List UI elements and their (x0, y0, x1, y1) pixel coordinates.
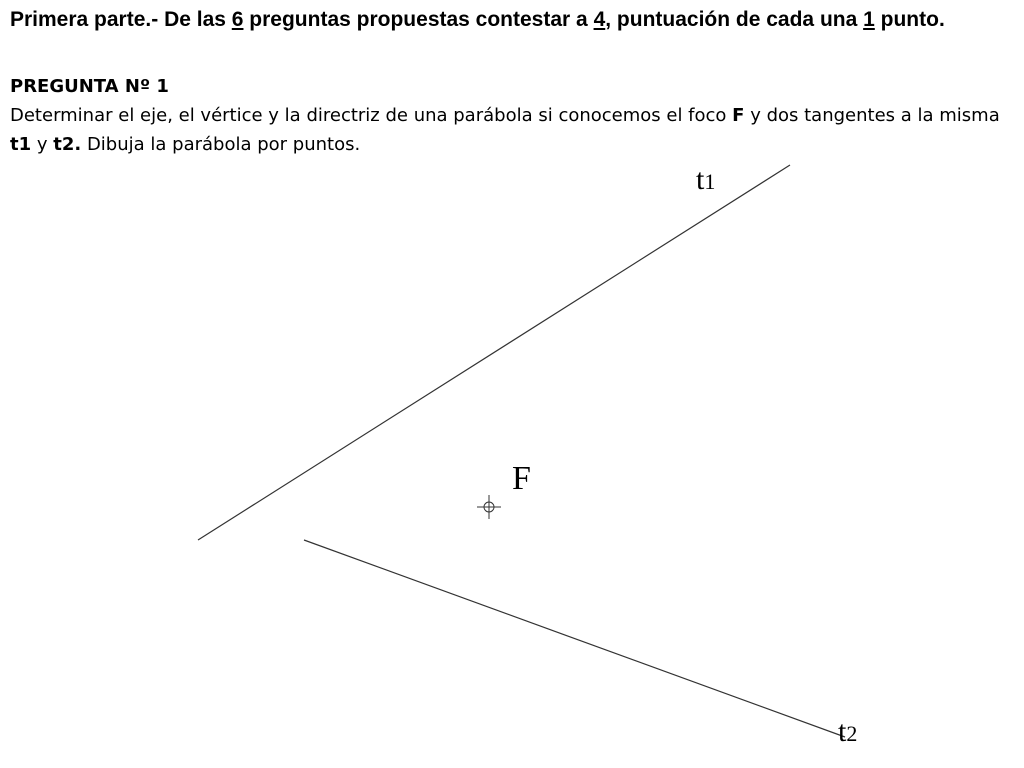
instructions-text-4: punto. (874, 8, 945, 31)
instructions-text-1: Primera parte.- De las (10, 8, 232, 31)
instructions-text-2: preguntas propuestas contestar a (243, 8, 594, 31)
t1-label: t1 (696, 163, 715, 196)
statement-text-2: y dos tangentes a la misma (744, 105, 1000, 126)
focus-reference: F (732, 105, 745, 126)
instructions-text-3: , puntuación de cada una (605, 8, 864, 31)
question-statement: Determinar el eje, el vértice y la direc… (10, 101, 1015, 159)
tangent-2-reference: t2. (53, 134, 82, 155)
t2-label: t2 (838, 715, 857, 748)
question-title: PREGUNTA Nº 1 (10, 76, 169, 97)
statement-text-1: Determinar el eje, el vértice y la direc… (10, 105, 733, 126)
points-per-question: 1 (863, 8, 875, 31)
number-of-questions: 6 (231, 8, 244, 31)
tangent-line-t1 (197, 164, 791, 541)
statement-text-4: Dibuja la parábola por puntos. (81, 134, 361, 155)
question-block: PREGUNTA Nº 1 Determinar el eje, el vért… (10, 72, 1015, 159)
number-to-answer: 4 (593, 8, 606, 31)
exam-instructions: Primera parte.- De las 6 preguntas propu… (10, 6, 1015, 34)
tangent-line-t2 (303, 539, 846, 738)
focus-point-marker (477, 495, 501, 519)
statement-text-3: y (31, 134, 54, 155)
tangent-1-reference: t1 (10, 134, 32, 155)
focus-label: F (512, 460, 531, 497)
